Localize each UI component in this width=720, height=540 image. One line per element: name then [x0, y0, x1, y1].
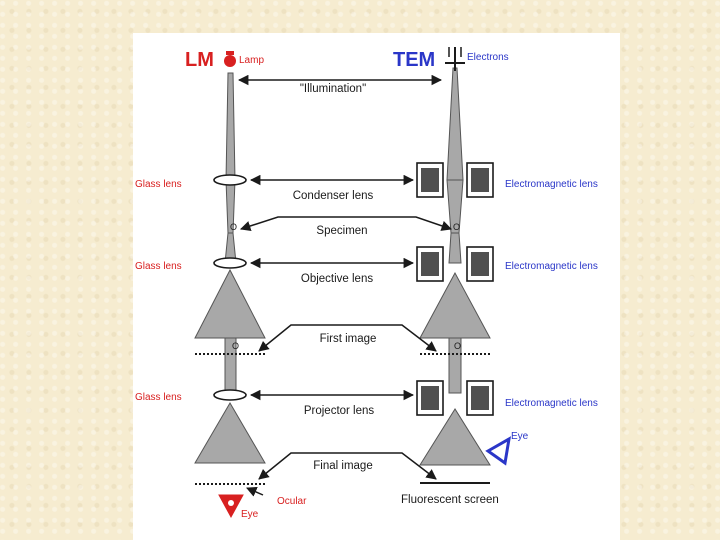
electromagnetic-lens-3 — [416, 380, 494, 416]
electromagnetic-lens-1 — [416, 162, 494, 198]
electromagnetic-lens-label: Electromagnetic lens — [505, 179, 598, 190]
condenser-label: Condenser lens — [293, 190, 374, 202]
tem-beam-middle — [448, 337, 462, 394]
fluorescent-screen-label: Fluorescent screen — [401, 494, 499, 506]
lm-op-marker-1: O — [230, 222, 237, 232]
glass-lens-label: Glass lens — [135, 179, 182, 190]
first-image-label: First image — [320, 333, 377, 345]
final-image-label: Final image — [313, 460, 372, 472]
tem-op-marker-2: O — [454, 341, 461, 351]
tem-projector-cone — [419, 408, 491, 466]
ocular-label: Ocular — [277, 496, 307, 507]
lm-glass-lens-projector — [213, 389, 247, 401]
tem-column — [416, 47, 511, 484]
diagram-panel: LM TEM Lamp Electrons "Illumination" Con… — [133, 33, 620, 540]
glass-lens-label: Glass lens — [135, 392, 182, 403]
lm-header: LM — [185, 49, 214, 71]
lm-beam-condenser — [225, 72, 236, 181]
lm-glass-lens-condenser — [213, 174, 247, 186]
arrow-specimen — [240, 216, 452, 232]
tem-eye-label: Eye — [511, 431, 529, 442]
lm-objective-cone — [194, 268, 266, 339]
eye-icon — [485, 436, 511, 466]
lm-projector-cone — [194, 402, 266, 464]
lm-column — [194, 51, 266, 519]
objective-label: Objective lens — [301, 273, 373, 285]
arrow-final-image — [258, 452, 437, 480]
electromagnetic-lens-label: Electromagnetic lens — [505, 398, 598, 409]
lm-op-marker-2: O — [232, 341, 239, 351]
tem-objective-cone — [419, 271, 491, 339]
specimen-label: Specimen — [316, 225, 367, 237]
lm-eye-label: Eye — [241, 509, 259, 520]
electron-gun-icon — [445, 47, 465, 71]
lamp-label: Lamp — [239, 55, 264, 66]
tem-header: TEM — [393, 49, 435, 71]
projector-label: Projector lens — [304, 405, 375, 417]
tem-beam-condenser — [446, 67, 464, 181]
tem-op-marker-1: O — [453, 222, 460, 232]
lm-vs-tem-diagram: LM TEM Lamp Electrons "Illumination" Con… — [135, 47, 598, 520]
electromagnetic-lens-2 — [416, 246, 494, 282]
lamp-icon — [224, 51, 236, 67]
glass-lens-label: Glass lens — [135, 261, 182, 272]
arrow-first-image — [258, 324, 437, 352]
lm-glass-lens-objective — [213, 257, 247, 269]
electromagnetic-lens-label: Electromagnetic lens — [505, 261, 598, 272]
tem-beam-objective — [448, 232, 462, 264]
illumination-label: "Illumination" — [300, 83, 366, 95]
comparison-arrows — [237, 74, 452, 497]
electrons-label: Electrons — [467, 52, 509, 63]
arrow-ocular — [246, 486, 264, 497]
